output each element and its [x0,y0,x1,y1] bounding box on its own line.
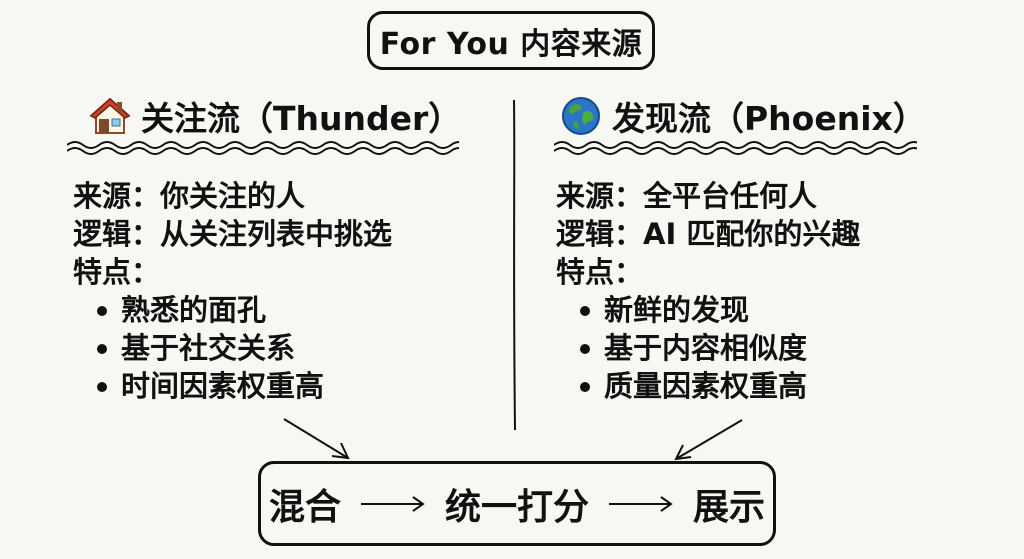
features-list: 熟悉的面孔 基于社交关系 时间因素权重高 [73,291,392,405]
discovery-feed-details: 来源：全平台任何人 逻辑：AI 匹配你的兴趣 特点： 新鲜的发现 基于内容相似度… [556,177,860,405]
feature-item: 时间因素权重高 [96,367,392,405]
right-merge-arrow [674,419,743,461]
feature-item: 熟悉的面孔 [96,291,392,329]
flow-step-mix: 混合 [268,486,341,528]
wavy-underline [67,141,459,155]
feature-item: 质量因素权重高 [579,367,860,405]
discovery-feed-header: 发现流（Phoenix） [560,92,926,140]
feature-item: 基于社交关系 [96,329,392,367]
logic-line: 逻辑：从关注列表中挑选 [73,217,393,251]
following-feed-header: 关注流（Thunder） [89,92,461,140]
features-label: 特点： [556,255,644,289]
wavy-underline [554,141,917,155]
left-merge-arrow [283,418,350,460]
feature-item: 基于内容相似度 [579,329,860,367]
logic-line: 逻辑：AI 匹配你的兴趣 [556,217,861,251]
features-label: 特点： [73,255,161,289]
discovery-feed-title: 发现流（Phoenix） [612,99,926,138]
right-arrow-icon [360,495,425,512]
page-title: For You 内容来源 [367,11,655,70]
following-feed-details: 来源：你关注的人 逻辑：从关注列表中挑选 特点： 熟悉的面孔 基于社交关系 时间… [73,177,392,405]
flow-step-score: 统一打分 [444,486,589,528]
globe-icon [562,97,600,135]
right-arrow-icon [609,495,673,512]
features-list: 新鲜的发现 基于内容相似度 质量因素权重高 [556,291,860,405]
source-line: 来源：你关注的人 [73,179,306,213]
feature-item: 新鲜的发现 [579,291,860,329]
process-flow-box: 混合 统一打分 展示 [258,461,776,546]
center-divider [513,100,516,430]
flow-step-display: 展示 [693,486,766,528]
source-line: 来源：全平台任何人 [556,179,818,213]
house-icon [89,97,131,134]
following-feed-title: 关注流（Thunder） [141,99,462,138]
